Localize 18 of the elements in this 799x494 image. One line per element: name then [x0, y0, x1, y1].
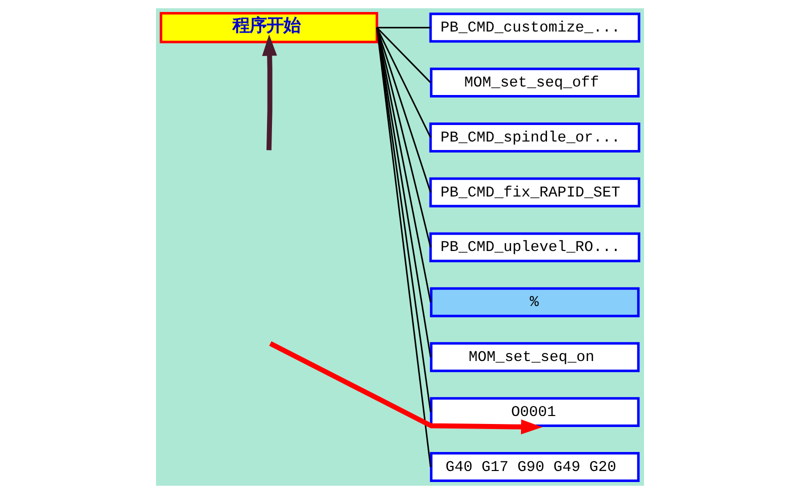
node-box: PB_CMD_uplevel_RO...: [428, 232, 640, 262]
node-box: G40 G17 G90 G49 G20: [429, 452, 640, 482]
connector: [376, 26, 430, 28]
node-box: %: [429, 287, 640, 318]
arrow: [262, 34, 277, 150]
node-box: MOM_set_seq_off: [429, 68, 640, 98]
node-box: PB_CMD_spindle_or...: [428, 122, 640, 152]
arrow: [268, 341, 542, 434]
connector: [376, 27, 431, 248]
connector: [376, 27, 431, 84]
node-box: O0001: [429, 397, 640, 428]
connector: [376, 27, 431, 193]
connector: [376, 28, 431, 302]
connector: [376, 27, 431, 138]
node-box: PB_CMD_customize_...: [428, 12, 640, 43]
node-box: 程序开始: [159, 12, 378, 44]
node-box: MOM_set_seq_on: [429, 342, 640, 372]
node-box: PB_CMD_fix_RAPID_SET: [428, 177, 640, 208]
